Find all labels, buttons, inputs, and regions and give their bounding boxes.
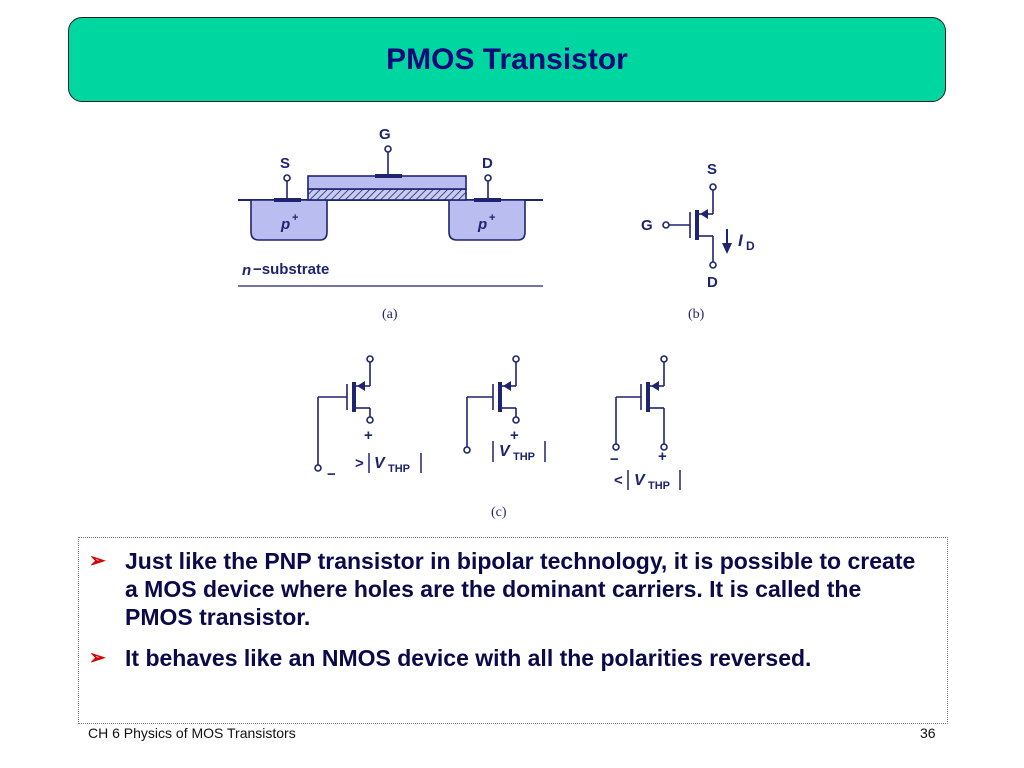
bias-2-arrow-icon: [503, 381, 511, 391]
bias-2-v: V: [499, 443, 511, 460]
gate-oxide: [307, 188, 467, 201]
drain-p-plus-label: p: [477, 216, 487, 233]
bias-2-plus: +: [510, 427, 519, 444]
caption-a: (a): [382, 307, 398, 322]
substrate-label: −substrate: [253, 261, 329, 278]
bias-circuit-1: [314, 355, 374, 472]
bias-3-plus: +: [658, 448, 667, 465]
bias-3-v: V: [634, 472, 646, 489]
cross-section-diagram: [238, 145, 543, 287]
bias-3-lt: <: [614, 472, 623, 489]
symbol-source-label: S: [707, 161, 717, 178]
caption-b: (b): [688, 307, 705, 322]
gate-terminal: [384, 145, 392, 153]
current-sub-label: D: [746, 239, 755, 253]
substrate-n-label: n: [242, 262, 251, 279]
pmos-figure: G S D p + p + n −substrate (a) S G D I D…: [238, 126, 755, 520]
source-arrow-icon: [700, 209, 708, 219]
source-terminal: [283, 174, 291, 182]
caption-c: (c): [491, 505, 507, 520]
bullet-arrow-icon: ➢: [89, 550, 106, 572]
page-number: 36: [920, 725, 936, 741]
bias-circuit-2: [463, 355, 520, 454]
source-p-plus-label: p: [280, 216, 290, 233]
drain-label: D: [482, 155, 493, 172]
bias-3-arrow-icon: [651, 381, 659, 391]
bullet-item-2: ➢ It behaves like an NMOS device with al…: [89, 644, 929, 672]
bias-1-minus: −: [327, 466, 336, 483]
bias-1-v: V: [374, 455, 386, 472]
drain-terminal: [484, 174, 492, 182]
bullet-arrow-icon: ➢: [89, 647, 106, 669]
slide-title: PMOS Transistor: [386, 42, 628, 76]
bias-1-plus: +: [364, 427, 373, 444]
symbol-gate-label: G: [641, 217, 653, 234]
drain-plus-sup: +: [489, 212, 495, 224]
symbol-drain-terminal: [709, 261, 717, 269]
bias-circuit-3: [612, 355, 668, 451]
bias-3-sub: THP: [648, 480, 670, 492]
source-plus-sup: +: [292, 212, 298, 224]
bias-1-sub: THP: [388, 463, 410, 475]
bias-2-sub: THP: [513, 451, 535, 463]
bullet-text-1: Just like the PNP transistor in bipolar …: [125, 548, 916, 630]
bias-3-minus: −: [610, 451, 619, 468]
bullet-item-1: ➢ Just like the PNP transistor in bipola…: [89, 547, 929, 631]
gate-label: G: [379, 126, 391, 143]
bullet-box: ➢ Just like the PNP transistor in bipola…: [78, 537, 948, 724]
drain-p-well: [448, 199, 526, 241]
source-label: S: [280, 155, 290, 172]
pmos-symbol: [662, 183, 728, 269]
bullet-text-2: It behaves like an NMOS device with all …: [125, 645, 812, 671]
source-p-well: [250, 199, 328, 241]
title-box: PMOS Transistor: [68, 17, 946, 102]
current-arrow-icon: [722, 243, 732, 254]
bias-1-arrow-icon: [357, 381, 365, 391]
symbol-gate-terminal: [662, 221, 670, 229]
footer-chapter: CH 6 Physics of MOS Transistors: [88, 725, 296, 741]
current-label: I: [738, 231, 744, 250]
symbol-drain-label: D: [707, 274, 718, 291]
bias-1-gt: >: [355, 455, 364, 472]
symbol-source-terminal: [709, 183, 717, 191]
